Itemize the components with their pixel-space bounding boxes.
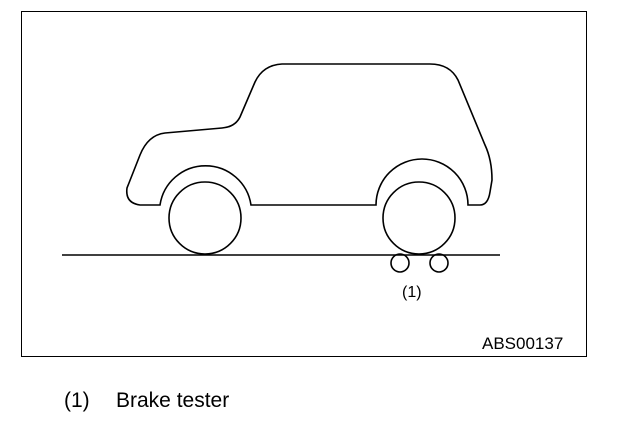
- legend: (1) Brake tester: [64, 389, 229, 413]
- car-body-outline: [125, 63, 493, 206]
- front-wheel: [168, 181, 242, 255]
- rear-wheel: [382, 181, 456, 255]
- brake-tester-roller-right: [429, 253, 449, 273]
- figure-id: ABS00137: [482, 334, 564, 353]
- brake-tester-roller-left: [390, 253, 410, 273]
- figure-frame: [21, 11, 587, 357]
- legend-item-text: Brake tester: [116, 389, 230, 412]
- legend-item-number: (1): [64, 389, 90, 412]
- callout-label: (1): [402, 284, 422, 301]
